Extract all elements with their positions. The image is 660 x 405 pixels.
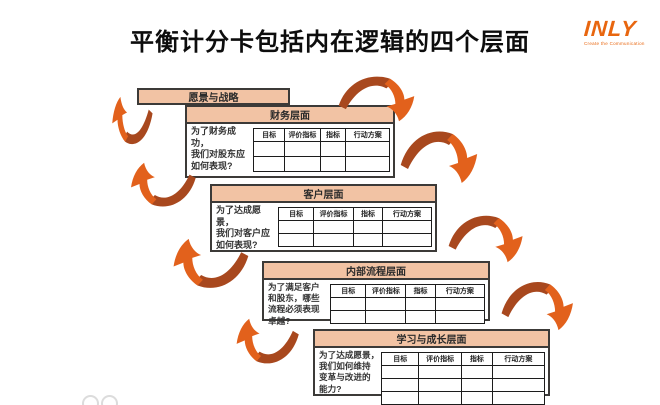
empty-cell (405, 310, 436, 324)
empty-cell (277, 220, 315, 234)
internal-process-question: 为了满足客户 和股东，哪些 流程必须表现 卓越? (268, 282, 320, 326)
financial-perspective-block: 财务层面 为了财务成功， 我们对股东应 如何表现? 目标 评价指标 指标 行动方… (185, 105, 395, 178)
empty-cell (418, 365, 462, 379)
empty-cell (329, 297, 367, 311)
col-header-goal: 目标 (329, 284, 367, 298)
empty-cell (345, 141, 390, 157)
empty-cell (405, 297, 436, 311)
empty-cell (418, 378, 462, 392)
empty-cell (329, 310, 367, 324)
table-row (380, 378, 546, 392)
table-row (252, 156, 390, 172)
inly-logo: INLY Create the Communication (583, 16, 646, 46)
table-row (252, 141, 390, 157)
empty-cell (313, 233, 354, 247)
empty-cell (382, 233, 432, 247)
empty-cell (434, 310, 486, 324)
internal-process-header: 内部流程层面 (264, 263, 488, 280)
cascade-arrow-down-1 (338, 76, 415, 122)
col-header-goal: 目标 (380, 352, 420, 366)
empty-cell (380, 378, 420, 392)
empty-cell (277, 233, 315, 247)
col-header-eval-indicator: 评价指标 (284, 128, 321, 142)
table-row (329, 297, 486, 311)
empty-cell (352, 233, 384, 247)
learning-growth-question: 为了达成愿景， 我们如何维持 变革与改进的 能力? (319, 350, 380, 394)
customer-grid: 目标 评价指标 指标 行动方案 (277, 207, 432, 247)
empty-cell (365, 310, 407, 324)
col-header-indicator: 指标 (352, 207, 384, 221)
empty-cell (460, 391, 493, 405)
empty-cell (345, 156, 390, 172)
cascade-arrow-down-4 (501, 282, 573, 331)
customer-header: 客户层面 (212, 186, 435, 203)
col-header-eval-indicator: 评价指标 (418, 352, 462, 366)
empty-cell (491, 365, 546, 379)
internal-process-perspective-block: 内部流程层面 为了满足客户 和股东，哪些 流程必须表现 卓越? 目标 评价指标 … (262, 261, 490, 326)
empty-cell (491, 378, 546, 392)
col-header-goal: 目标 (277, 207, 315, 221)
learning-growth-perspective-block: 学习与成长层面 为了达成愿景， 我们如何维持 变革与改进的 能力? 目标 评价指… (313, 329, 550, 405)
learning-growth-header: 学习与成长层面 (315, 331, 548, 348)
col-header-eval-indicator: 评价指标 (365, 284, 407, 298)
empty-cell (491, 391, 546, 405)
cascade-arrow-down-3 (448, 215, 523, 263)
feedback-arrow-up-1 (112, 96, 153, 145)
col-header-goal: 目标 (252, 128, 286, 142)
table-row (277, 233, 432, 247)
slide-title: 平衡计分卡包括内在逻辑的四个层面 (130, 29, 530, 56)
customer-perspective-block: 客户层面 为了达成愿景， 我们对客户应 如何表现? 目标 评价指标 指标 行动方… (210, 184, 437, 252)
empty-cell (434, 297, 486, 311)
empty-cell (418, 391, 462, 405)
logo-wordmark: INLY (583, 16, 638, 41)
internal-process-grid: 目标 评价指标 指标 行动方案 (329, 284, 486, 324)
col-header-indicator: 指标 (405, 284, 436, 298)
learning-growth-grid: 目标 评价指标 指标 行动方案 (380, 352, 546, 405)
col-header-action-plan: 行动方案 (382, 207, 432, 221)
col-header-indicator: 指标 (460, 352, 493, 366)
col-header-indicator: 指标 (319, 128, 347, 142)
empty-cell (313, 220, 354, 234)
financial-header: 财务层面 (187, 107, 393, 124)
vision-strategy-box: 愿景与战略 (137, 88, 290, 105)
empty-cell (365, 297, 407, 311)
watermark-circle (82, 395, 99, 405)
table-row (277, 220, 432, 234)
empty-cell (460, 365, 493, 379)
watermark-circle (101, 395, 118, 405)
cascade-arrow-down-2 (400, 131, 478, 183)
col-header-action-plan: 行动方案 (491, 352, 546, 366)
feedback-arrow-up-2 (131, 162, 196, 207)
empty-cell (252, 141, 286, 157)
financial-question: 为了财务成功， 我们对股东应 如何表现? (191, 126, 246, 172)
empty-cell (284, 141, 321, 157)
empty-cell (319, 156, 347, 172)
feedback-arrow-up-3 (173, 238, 249, 288)
watermark-circles (82, 395, 118, 405)
customer-question: 为了达成愿景， 我们对客户应 如何表现? (216, 205, 271, 251)
financial-grid: 目标 评价指标 指标 行动方案 (252, 128, 390, 172)
empty-cell (460, 378, 493, 392)
col-header-action-plan: 行动方案 (434, 284, 486, 298)
table-row (380, 391, 546, 405)
empty-cell (352, 220, 384, 234)
table-row (380, 365, 546, 379)
logo-tagline: Create the Communication (584, 41, 645, 46)
col-header-action-plan: 行动方案 (345, 128, 390, 142)
col-header-eval-indicator: 评价指标 (313, 207, 354, 221)
table-row (329, 310, 486, 324)
empty-cell (252, 156, 286, 172)
feedback-arrow-up-4 (236, 318, 299, 364)
empty-cell (284, 156, 321, 172)
empty-cell (380, 391, 420, 405)
empty-cell (382, 220, 432, 234)
empty-cell (319, 141, 347, 157)
empty-cell (380, 365, 420, 379)
